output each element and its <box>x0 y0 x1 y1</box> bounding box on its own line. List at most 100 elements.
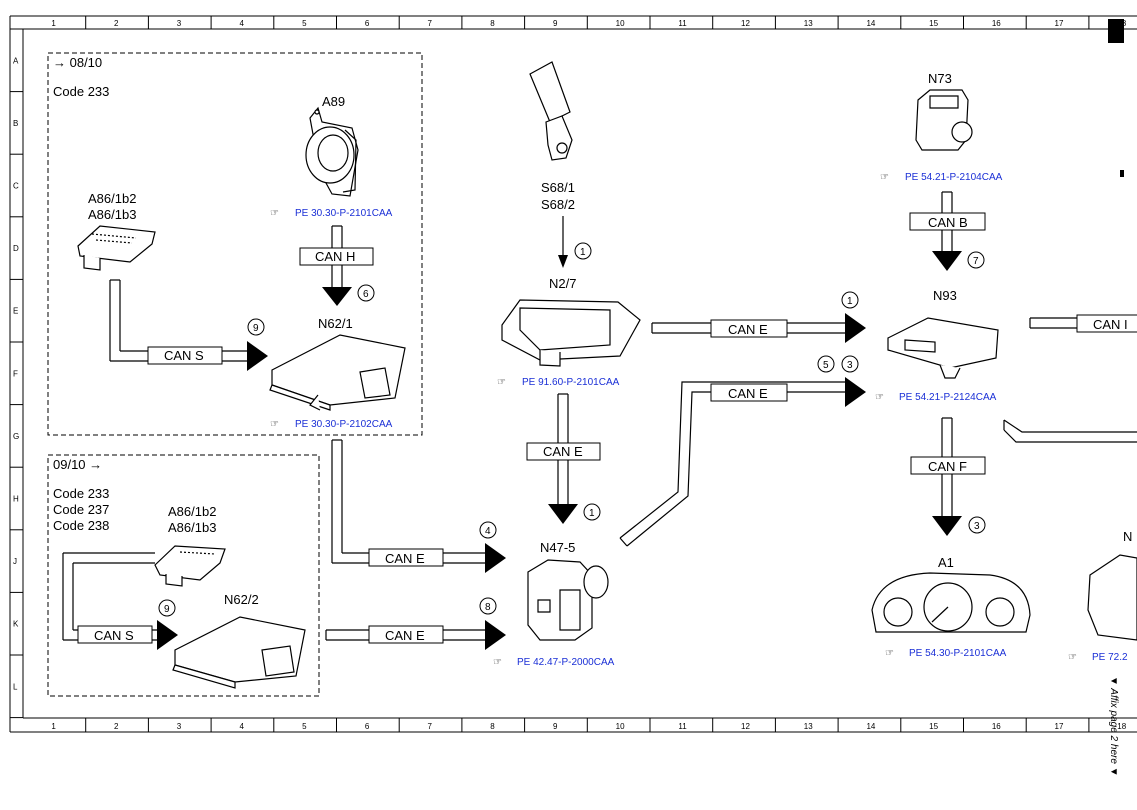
can-e-n2-7-n93-arrow <box>845 313 866 343</box>
grid-column-top: 1 <box>51 19 56 28</box>
group-top-code-1: Code 233 <box>53 84 109 99</box>
can-s-bottom-box <box>77 625 153 644</box>
a89-ref: PE 30.30-P-2101CAA <box>295 208 393 219</box>
a1-label: A1 <box>938 555 954 570</box>
grid-column-top: 11 <box>678 19 687 28</box>
n47-5-ref: PE 42.47-P-2000CAA <box>517 657 615 668</box>
edge-marker <box>1120 170 1124 177</box>
grid-column-top: 2 <box>114 19 119 28</box>
n73-label: N73 <box>928 71 952 86</box>
corner-marker <box>1108 19 1124 43</box>
callout-number: 5 <box>823 360 829 371</box>
grid-column-bottom: 8 <box>490 722 495 731</box>
can-s-bottom-arrow <box>157 620 178 650</box>
n73-ref: PE 54.21-P-2104CAA <box>905 172 1003 183</box>
grid-row-label: G <box>13 432 19 441</box>
grid-column-top: 17 <box>1055 19 1064 28</box>
can-e-n62-2-label: CAN E <box>385 628 425 643</box>
callout-number: 7 <box>973 256 979 267</box>
grid-row-label: C <box>13 182 19 191</box>
n62-1-component <box>269 334 406 411</box>
callout-circle <box>479 521 497 539</box>
can-b-arrow <box>932 251 962 271</box>
callout-number: 1 <box>589 508 595 519</box>
can-e-n47-n93-box <box>710 383 788 402</box>
group-bottom-code-2: Code 237 <box>53 502 109 517</box>
right-edge-component <box>1087 554 1137 641</box>
grid-column-bottom: 9 <box>553 722 558 731</box>
group-top-date: → 08/10 <box>53 55 102 70</box>
callout-circle <box>841 291 859 309</box>
n62-1-label: N62/1 <box>318 316 353 331</box>
grid-column-top: 4 <box>239 19 244 28</box>
callout-circle <box>247 318 265 336</box>
callout-number: 4 <box>485 526 491 537</box>
grid-column-top: 9 <box>553 19 558 28</box>
can-e-n47-n93-label: CAN E <box>728 386 768 401</box>
a86-bottom-label-2: A86/1b3 <box>168 520 216 535</box>
grid-row-label: B <box>13 119 18 128</box>
can-e-n2-7-n93-label: CAN E <box>728 322 768 337</box>
callout-number: 1 <box>847 296 853 307</box>
can-f-arrow <box>932 516 962 536</box>
grid-column-top: 6 <box>365 19 370 28</box>
grid-column-bottom: 18 <box>1117 722 1126 731</box>
can-b-label: CAN B <box>928 215 968 230</box>
s68-label-1: S68/1 <box>541 180 575 195</box>
grid-column-bottom: 13 <box>804 722 813 731</box>
grid-column-top: 15 <box>929 19 938 28</box>
ref-icon: ☞ <box>493 657 502 668</box>
a86-top-label-1: A86/1b2 <box>88 191 136 206</box>
a1-component <box>871 572 1031 633</box>
callout-number: 3 <box>847 360 853 371</box>
grid-column-top: 13 <box>804 19 813 28</box>
n2-7-ref: PE 91.60-P-2101CAA <box>522 377 620 388</box>
can-s-top-box <box>147 346 223 365</box>
a86-top-label-2: A86/1b3 <box>88 207 136 222</box>
grid-row-label: F <box>13 369 18 378</box>
can-h-label: CAN H <box>315 249 355 264</box>
can-e-n47-n93-link <box>619 381 846 547</box>
grid-column-bottom: 11 <box>678 722 687 731</box>
can-e-n62-1-label: CAN E <box>385 551 425 566</box>
ref-icon: ☞ <box>1068 652 1077 663</box>
a1-ref: PE 54.30-P-2101CAA <box>909 648 1007 659</box>
group-box-top <box>47 52 423 436</box>
grid-column-bottom: 3 <box>177 722 182 731</box>
can-e-n62-2-arrow <box>485 620 506 650</box>
grid-column-top: 16 <box>992 19 1001 28</box>
right-edge-label: N <box>1123 529 1132 544</box>
right-lower-link <box>1003 419 1137 443</box>
grid-column-bottom: 12 <box>741 722 750 731</box>
callout-circle <box>968 516 986 534</box>
ref-icon: ☞ <box>885 648 894 659</box>
grid-column-bottom: 7 <box>428 722 433 731</box>
n93-component <box>887 317 999 379</box>
grid-row-label: D <box>13 244 19 253</box>
drawing-frame <box>9 15 1137 733</box>
grid-column-bottom: 15 <box>929 722 938 731</box>
can-right-box <box>1076 314 1137 333</box>
n62-1-ref: PE 30.30-P-2102CAA <box>295 419 393 430</box>
n47-5-component <box>527 559 609 641</box>
callout-circle <box>158 599 176 617</box>
callout-number: 8 <box>485 602 491 613</box>
can-s-top-arrow <box>247 341 268 371</box>
can-f-label: CAN F <box>928 459 967 474</box>
right-edge-ref: PE 72.2 <box>1092 652 1128 663</box>
grid-column-top: 7 <box>428 19 433 28</box>
a86-bottom-label-1: A86/1b2 <box>168 504 216 519</box>
can-e-n2-7-n47-arrow <box>548 504 578 524</box>
group-bottom-code-1: Code 233 <box>53 486 109 501</box>
n93-ref: PE 54.21-P-2124CAA <box>899 392 997 403</box>
can-e-n2-7-n47-box <box>526 442 601 461</box>
callout-circle <box>583 503 601 521</box>
grid-row-label: L <box>13 682 18 691</box>
s68-label-2: S68/2 <box>541 197 575 212</box>
can-h-arrow <box>322 287 352 306</box>
callout-circle <box>357 284 375 302</box>
ref-icon: ☞ <box>880 172 889 183</box>
grid-row-label: H <box>13 495 19 504</box>
can-s-bottom-label: CAN S <box>94 628 134 643</box>
